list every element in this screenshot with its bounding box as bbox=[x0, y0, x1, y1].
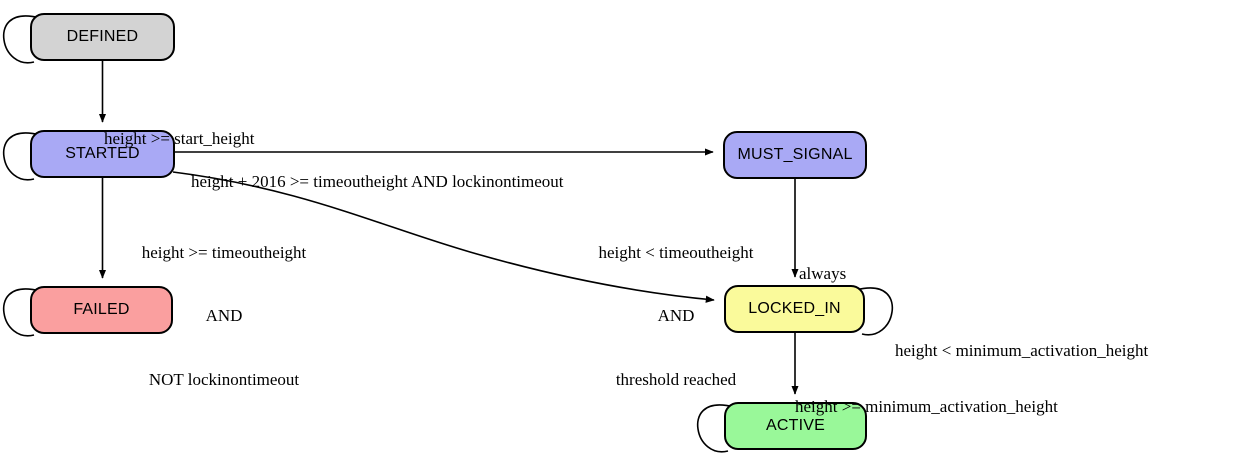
state-node-defined[interactable]: DEFINED bbox=[30, 13, 175, 61]
edge-label-line: AND bbox=[657, 306, 695, 326]
edge-label-line: height >= minimum_activation_height bbox=[795, 396, 1058, 416]
edge-label-defined-to-started: height >= start_height bbox=[104, 85, 254, 191]
edge-label-must-signal-to-locked-in: always bbox=[799, 220, 846, 326]
edge-label-line: height < timeoutheight bbox=[598, 242, 754, 262]
edge-label-line: threshold reached bbox=[615, 370, 737, 389]
edge-label-line: height >= start_height bbox=[104, 128, 255, 148]
edge-label-line: NOT lockinontimeout bbox=[148, 370, 300, 389]
edge-label-line: height < minimum_activation_height bbox=[895, 340, 1149, 360]
state-node-locked-in[interactable]: LOCKED_IN bbox=[724, 285, 865, 333]
state-label-defined: DEFINED bbox=[66, 28, 139, 45]
state-label-active: ACTIVE bbox=[766, 417, 825, 434]
state-node-must-signal[interactable]: MUST_SIGNAL bbox=[723, 131, 867, 179]
edge-label-line: height >= timeoutheight bbox=[141, 242, 307, 262]
edge-label-line: height + 2016 >= timeoutheight AND locki… bbox=[191, 171, 564, 191]
edge-label-line: AND bbox=[205, 306, 243, 326]
state-label-must-signal: MUST_SIGNAL bbox=[737, 146, 853, 163]
edge-label-started-to-must-signal: height + 2016 >= timeoutheight AND locki… bbox=[191, 128, 564, 234]
state-node-started[interactable]: STARTED bbox=[30, 130, 175, 178]
edge-label-locked-in-self-loop: height < minimum_activation_height bbox=[895, 297, 1148, 403]
edge-label-locked-in-to-active: height >= minimum_activation_height bbox=[795, 353, 1058, 459]
state-node-failed[interactable]: FAILED bbox=[30, 286, 173, 334]
edge-label-started-to-locked-in: height < timeoutheight AND threshold rea… bbox=[566, 199, 786, 433]
edge-label-line: always bbox=[799, 263, 847, 283]
state-node-active[interactable]: ACTIVE bbox=[724, 402, 867, 450]
edge-label-started-to-failed: height >= timeoutheight AND NOT lockinon… bbox=[104, 199, 344, 433]
state-label-failed: FAILED bbox=[73, 301, 130, 318]
state-label-started: STARTED bbox=[65, 145, 140, 162]
state-label-locked-in: LOCKED_IN bbox=[748, 300, 841, 317]
